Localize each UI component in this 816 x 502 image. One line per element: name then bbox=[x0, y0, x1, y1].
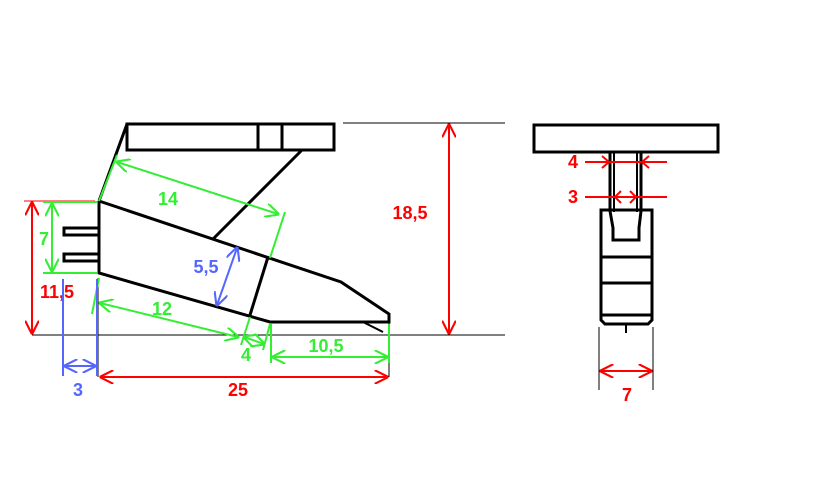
dim-extension-line bbox=[269, 211, 286, 259]
dim-outer-stem-arrows bbox=[601, 155, 650, 169]
side-view: 18,5 11,5 25 7 14 12 4 10,5 5,5 3 bbox=[24, 122, 505, 400]
dim-extension-line bbox=[98, 154, 118, 202]
dim-thickness-label: 5,5 bbox=[193, 257, 218, 277]
dim-body-width-label: 7 bbox=[622, 385, 632, 405]
front-view: 4 3 7 bbox=[532, 123, 720, 405]
front-body bbox=[599, 208, 654, 326]
dim-extension-line bbox=[240, 316, 251, 346]
dim-small-step-label: 4 bbox=[241, 345, 251, 365]
dim-thickness-arrow bbox=[217, 248, 237, 305]
dim-upper-slant-arrow bbox=[117, 162, 278, 214]
dim-outer-stem-label: 4 bbox=[568, 152, 578, 172]
side-support-diagonal bbox=[211, 148, 304, 241]
side-tab-upper bbox=[62, 226, 101, 237]
dim-inner-stem-arrows bbox=[613, 190, 638, 204]
dim-lower-slant-label: 12 bbox=[152, 299, 172, 319]
side-tip-needle bbox=[362, 321, 384, 333]
dim-tab-offset-label: 3 bbox=[73, 380, 83, 400]
dim-extension-line bbox=[262, 323, 271, 351]
dim-front-height-label: 11,5 bbox=[40, 282, 74, 302]
dim-inner-stem-label: 3 bbox=[568, 187, 578, 207]
front-slot bbox=[608, 210, 643, 242]
side-body-outline bbox=[97, 199, 391, 324]
dim-total-length-label: 25 bbox=[228, 380, 248, 400]
side-tab-lower bbox=[62, 252, 101, 263]
dim-lower-slant-arrow bbox=[100, 303, 238, 337]
side-top-plate bbox=[125, 122, 336, 152]
front-top-plate bbox=[532, 123, 720, 154]
side-body-separator bbox=[248, 256, 270, 316]
dim-upper-slant-label: 14 bbox=[158, 189, 178, 209]
dim-total-height-label: 18,5 bbox=[392, 203, 427, 223]
dim-tab-height-label: 7 bbox=[39, 229, 49, 249]
dim-tip-length-label: 10,5 bbox=[308, 336, 343, 356]
dim-small-step-arrow bbox=[244, 337, 264, 344]
